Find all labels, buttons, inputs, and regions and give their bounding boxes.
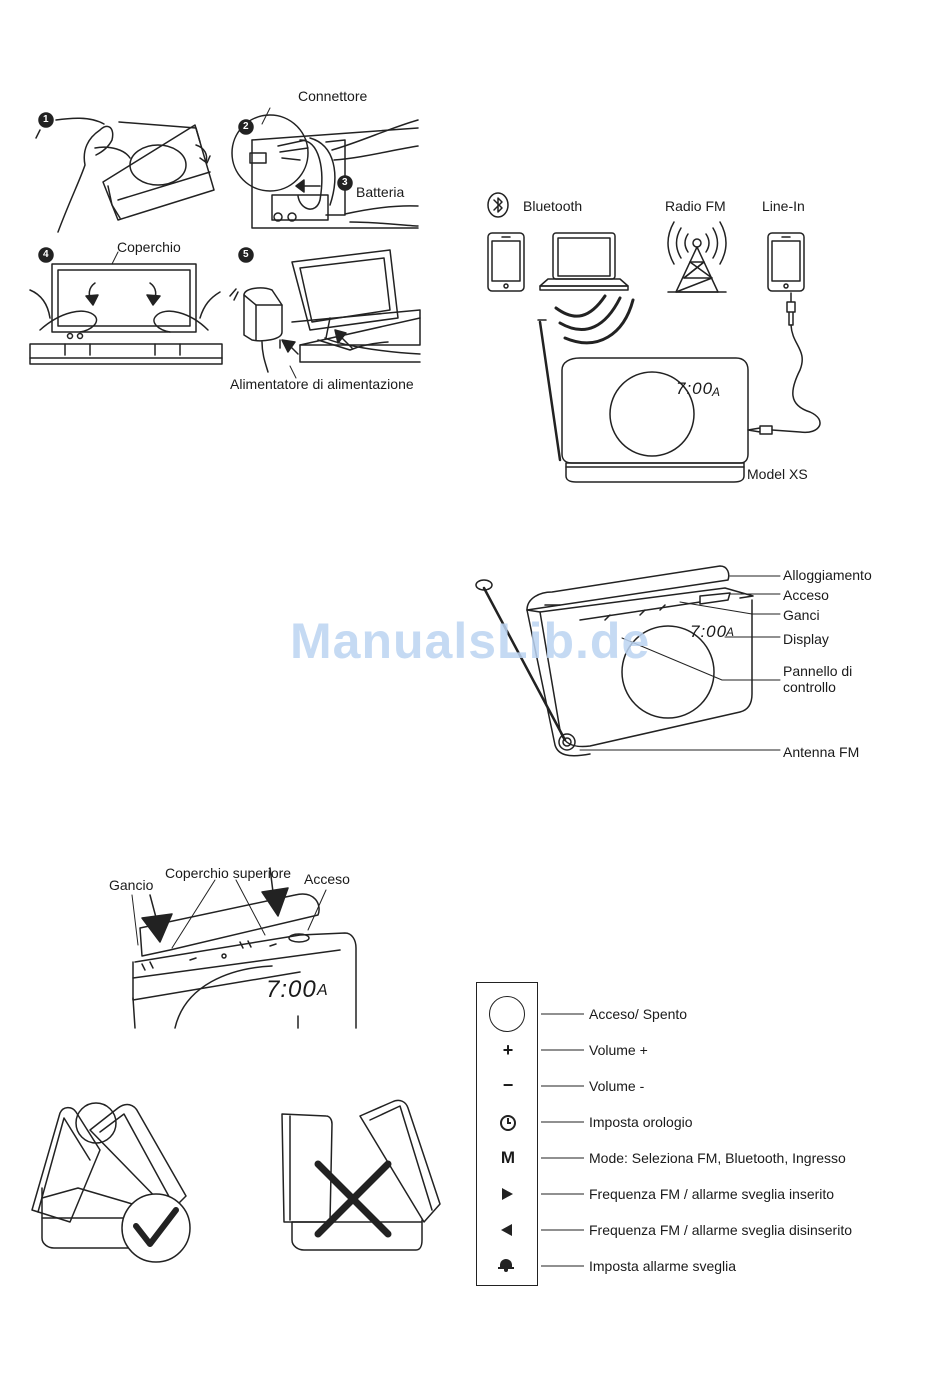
step-number-3: 3 (342, 177, 348, 188)
overview-display-time: 7:00 (690, 622, 728, 641)
legend-label-power: Acceso/ Spento (589, 1006, 688, 1022)
minus-icon: − (502, 1075, 514, 1095)
step4-marker (38, 247, 54, 263)
step1-marker (38, 112, 54, 128)
model-label: Model XS (747, 466, 808, 482)
adapter-label: Alimentatore di alimentazione (230, 376, 414, 392)
line-in-label: Line-In (762, 198, 805, 214)
legend-label-mode: Mode: Seleziona FM, Bluetooth, Ingresso (589, 1150, 846, 1166)
legend-label-alarm: Imposta allarme sveglia (589, 1258, 737, 1274)
play-right-icon (502, 1188, 513, 1200)
step-number-1: 1 (43, 114, 49, 125)
top-cover-label: Coperchio superiore (165, 865, 292, 881)
bluetooth-label: Bluetooth (523, 198, 583, 214)
display-label: Display (783, 631, 829, 647)
step5-marker (238, 247, 254, 263)
plus-icon: + (502, 1040, 514, 1060)
line-in-phone-icon (767, 232, 805, 292)
correct-position-illustration (31, 1102, 191, 1263)
top-display-suffix: A (317, 982, 328, 999)
power-label: Acceso (783, 587, 829, 603)
mode-icon: M (500, 1148, 516, 1167)
model-display-time: 7:00 (676, 379, 714, 398)
step-number-5: 5 (243, 249, 249, 260)
radio-tower-icon (667, 221, 727, 293)
watermark: ManualsLib.de (290, 613, 651, 669)
laptop-icon (539, 232, 629, 291)
step-number-4: 4 (43, 249, 49, 260)
top-display-time: 7:00 (266, 976, 317, 1003)
legend-label-fm-prev: Frequenza FM / allarme sveglia disinseri… (589, 1222, 852, 1238)
overview-display-suffix: A (726, 625, 735, 639)
cover-label: Coperchio (117, 239, 181, 255)
power-icon (489, 996, 525, 1032)
radio-fm-label: Radio FM (665, 198, 726, 214)
wireless-signal-icon (554, 294, 635, 345)
control-panel-label-1: Pannello di (783, 663, 853, 679)
radio-model-xs (537, 319, 749, 483)
control-panel-label-2: controllo (783, 679, 836, 695)
top-cover-illustration (131, 867, 357, 1029)
hooks-label: Ganci (783, 607, 820, 623)
play-left-icon (501, 1224, 512, 1236)
top-power-label: Acceso (304, 871, 350, 887)
phone-icon (487, 232, 525, 292)
cross-icon (314, 1160, 392, 1238)
control-panel-legend: + − M (476, 982, 538, 1286)
step5-illustration (229, 249, 421, 379)
legend-label-fm-next: Frequenza FM / allarme sveglia inserito (589, 1186, 835, 1202)
wrong-position-illustration (281, 1099, 441, 1251)
checkmark-icon (133, 1207, 179, 1247)
battery-label: Batteria (356, 184, 405, 200)
hook-label: Gancio (109, 877, 154, 893)
antenna-label: Antenna FM (783, 744, 860, 760)
step3-marker (337, 175, 353, 191)
radio-part-overview (475, 565, 754, 757)
legend-label-volume-up: Volume + (589, 1042, 648, 1058)
clock-icon (500, 1115, 516, 1131)
housing-label: Alloggiamento (783, 567, 872, 583)
step4-illustration (29, 251, 223, 365)
model-display-suffix: A (712, 385, 721, 399)
connector-label: Connettore (298, 88, 368, 104)
bluetooth-icon (487, 192, 509, 218)
bell-icon (498, 1259, 514, 1272)
step2-illustration (231, 107, 419, 229)
legend-label-clock: Imposta orologio (589, 1114, 693, 1130)
step1-illustration (35, 117, 215, 233)
step2-marker (238, 119, 254, 135)
step-number-2: 2 (243, 121, 249, 132)
part-leader-lines (579, 575, 781, 751)
legend-label-volume-down: Volume - (589, 1078, 645, 1094)
